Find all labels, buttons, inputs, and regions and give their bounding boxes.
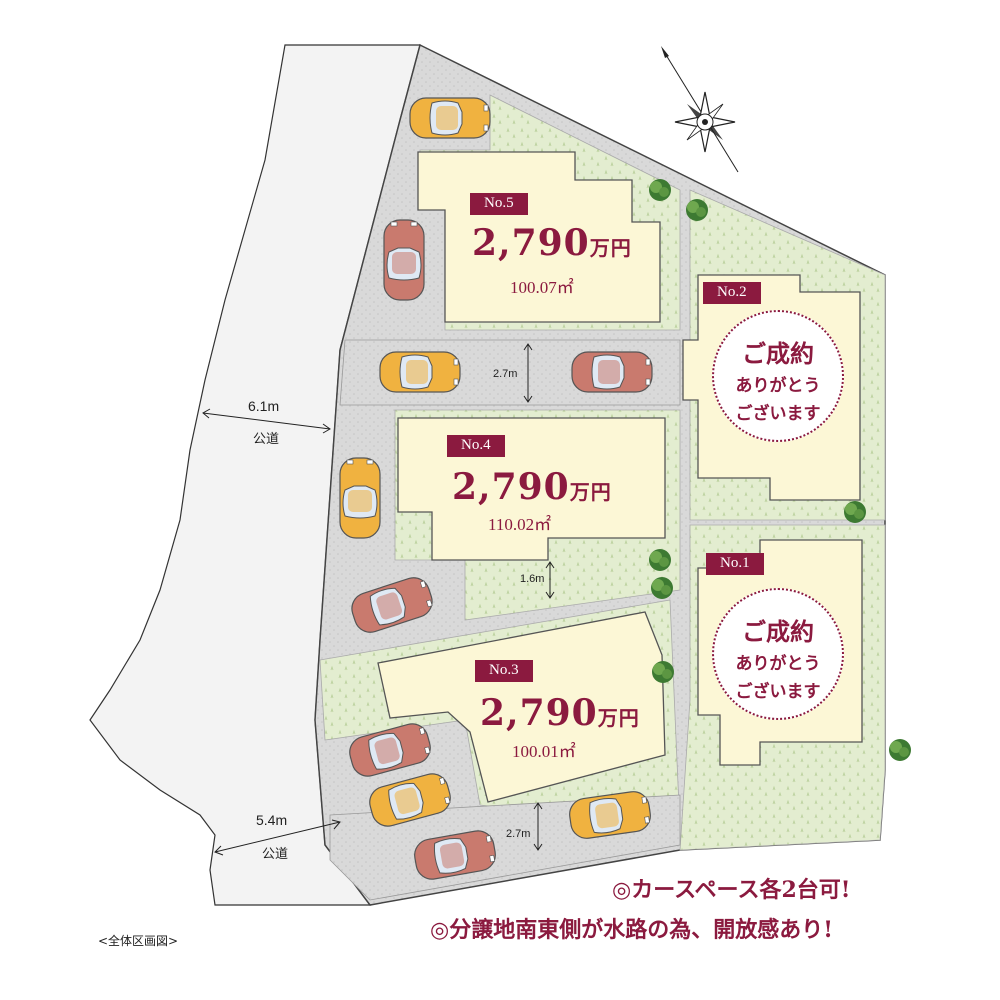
road-width-label: 6.1m (248, 398, 280, 414)
price-unit: 万円 (589, 236, 632, 260)
car-icon (379, 351, 461, 393)
plot-tag-no4: No.4 (447, 435, 505, 457)
price-unit: 万円 (569, 480, 612, 504)
car-icon (571, 351, 653, 393)
tree-icon (649, 549, 671, 571)
area-no5: 100.07㎡ (510, 278, 574, 297)
sold-line: ありがとう (735, 654, 821, 674)
car-icon (339, 457, 381, 539)
price-unit: 万円 (597, 706, 640, 730)
sold-line: ございます (735, 682, 821, 702)
dimension-arrow (523, 343, 555, 851)
plot-tag-no1: No.1 (706, 553, 764, 575)
promo-line-2: ◎分譲地南東側が水路の為、開放感あり! (430, 917, 833, 943)
price-no4: 2,790万円 (452, 466, 612, 508)
road-name-label: 公道 (262, 847, 289, 862)
sold-title: ご成約 (742, 617, 814, 646)
area-no3: 100.01㎡ (512, 742, 576, 761)
price-value: 2,790 (472, 222, 590, 264)
sold-line: ございます (735, 404, 821, 424)
tree-icon (686, 199, 708, 221)
price-no3: 2,790万円 (480, 692, 640, 734)
plot-tag-no5: No.5 (470, 193, 528, 215)
map-caption: <全体区画図> (98, 934, 179, 948)
promo-line-1: ◎カースペース各2台可! (612, 877, 851, 903)
tree-icon (649, 179, 671, 201)
building-no3 (377, 611, 666, 803)
price-no5: 2,790万円 (472, 222, 632, 264)
tree-icon (651, 577, 673, 599)
tree-icon (844, 501, 866, 523)
price-value: 2,790 (480, 692, 598, 734)
dimension-label: 1.6m (520, 573, 545, 585)
sold-badge-no2: ご成約 ありがとう ございます (712, 310, 844, 442)
car-icon (383, 219, 425, 301)
sold-title: ご成約 (742, 339, 814, 368)
dimension-label: 2.7m (506, 828, 531, 840)
road-width-label: 5.4m (256, 812, 288, 828)
price-value: 2,790 (452, 466, 570, 508)
tree-icon (889, 739, 911, 761)
road-name-label: 公道 (253, 432, 280, 447)
car-icon (409, 97, 491, 139)
dimension-label: 2.7m (493, 368, 518, 380)
tree-icon (652, 661, 674, 683)
area-no4: 110.02㎡ (488, 515, 552, 534)
road-width-arrow (202, 408, 341, 856)
plot-tag-no3: No.3 (475, 660, 533, 682)
plot-tag-no2: No.2 (703, 282, 761, 304)
compass-rose-icon (661, 46, 739, 173)
sold-line: ありがとう (735, 376, 821, 396)
sold-badge-no1: ご成約 ありがとう ございます (712, 588, 844, 720)
